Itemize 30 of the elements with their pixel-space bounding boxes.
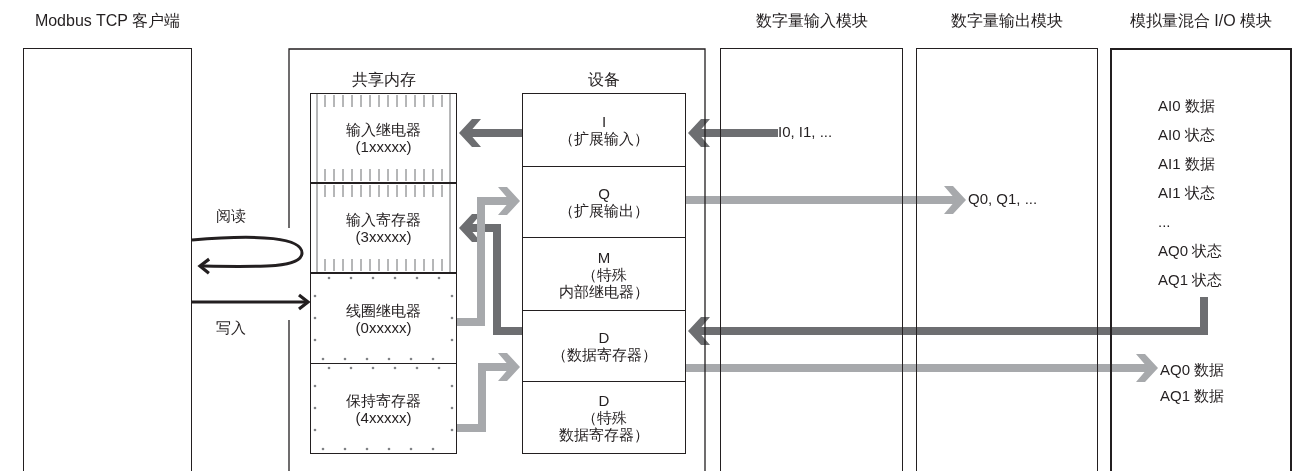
io-label: Q0, Q1, ... xyxy=(968,189,1038,209)
device-box: D （特殊数据寄存器） xyxy=(522,381,686,454)
value-text: AI0 状态 xyxy=(1158,125,1215,145)
arrow xyxy=(191,235,304,275)
value-text: AI1 状态 xyxy=(1158,183,1215,203)
memory-box: 输入寄存器 (3xxxxx) xyxy=(310,183,457,273)
panel-heading: 数字量输入模块 xyxy=(755,11,868,31)
device-box: Q （扩展输出） xyxy=(522,166,686,238)
device-box: D （数据寄存器） xyxy=(522,310,686,382)
edge-label: 阅读 xyxy=(216,206,246,226)
panel-heading: 数字量输出模块 xyxy=(951,11,1063,31)
column-heading: 共享内存 xyxy=(350,70,417,90)
panel-heading: 模拟量混合 I/O 模块 xyxy=(1129,11,1273,31)
column-heading: 设备 xyxy=(587,70,621,90)
value-text: ... xyxy=(1158,212,1171,232)
value-text: AQ1 状态 xyxy=(1158,270,1223,290)
value-text: AQ0 数据 xyxy=(1160,360,1225,380)
value-text: AI0 数据 xyxy=(1158,96,1215,116)
device-box: M （特殊内部继电器） xyxy=(522,237,686,311)
arrow xyxy=(192,293,310,311)
memory-box: 保持寄存器 (4xxxxx) xyxy=(310,363,457,454)
value-text: AI1 数据 xyxy=(1158,154,1215,174)
value-text: AQ0 状态 xyxy=(1158,241,1223,261)
io-label: I0, I1, ... xyxy=(778,122,833,142)
panel-heading: Modbus TCP 客户端 xyxy=(34,11,181,31)
value-text: AQ1 数据 xyxy=(1160,386,1225,406)
edge-label: 写入 xyxy=(216,318,246,338)
memory-box: 线圈继电器 (0xxxxx) xyxy=(310,273,457,364)
device-box: I （扩展输入） xyxy=(522,93,686,167)
memory-box: 输入继电器 (1xxxxx) xyxy=(310,93,457,183)
